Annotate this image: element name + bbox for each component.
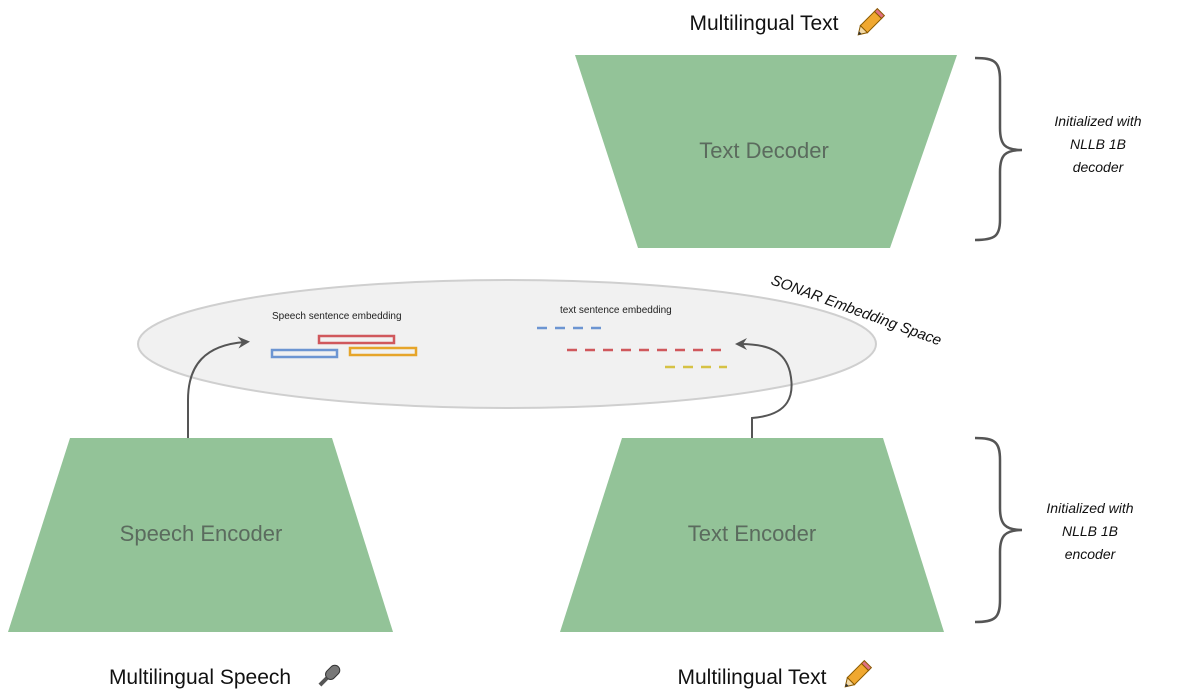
text-encoder-block xyxy=(560,438,944,632)
pencil-icon xyxy=(844,659,873,688)
encoder-init-line-1: Initialized with xyxy=(1046,500,1133,516)
speech-embedding-label: Speech sentence embedding xyxy=(272,311,402,322)
text-encoder-arrow xyxy=(735,338,793,438)
speech-embedding-blue xyxy=(270,348,339,359)
encoder-init-line-2: NLLB 1B xyxy=(1062,523,1118,539)
speech-embedding-orange xyxy=(348,346,418,357)
encoder-brace xyxy=(974,436,1023,624)
text-input-label: Multilingual Text xyxy=(677,666,826,689)
encoder-init-line-3: encoder xyxy=(1065,546,1117,562)
speech-input-label: Multilingual Speech xyxy=(109,666,291,689)
pencil-icon xyxy=(857,7,886,36)
text-decoder-label: Text Decoder xyxy=(699,138,829,163)
text-embedding-label: text sentence embedding xyxy=(560,305,672,316)
speech-encoder-block xyxy=(8,438,393,632)
speech-embedding-red xyxy=(317,334,396,345)
speech-encoder-label: Speech Encoder xyxy=(120,521,283,546)
text-encoder-label: Text Encoder xyxy=(688,521,816,546)
decoder-init-line-1: Initialized with xyxy=(1054,113,1141,129)
speech-encoder-arrow xyxy=(187,336,250,438)
decoder-init-line-2: NLLB 1B xyxy=(1070,136,1126,152)
text-decoder-block xyxy=(575,55,957,248)
microphone-icon xyxy=(318,664,341,687)
decoder-output-label: Multilingual Text xyxy=(689,12,838,35)
decoder-init-line-3: decoder xyxy=(1073,159,1125,175)
sonar-embedding-space xyxy=(137,279,877,409)
decoder-brace xyxy=(974,56,1023,242)
